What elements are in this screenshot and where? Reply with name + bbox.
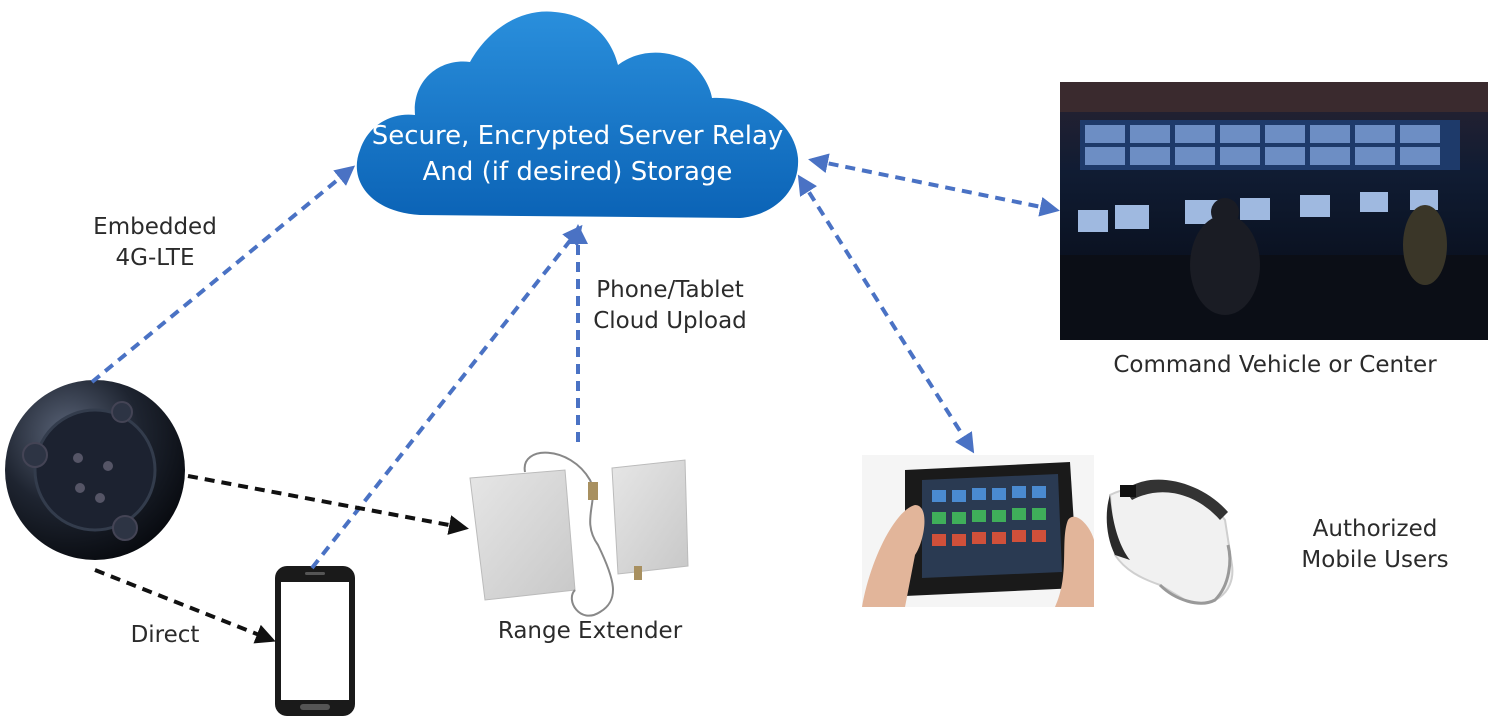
arrow-camera-to-cloud (90, 165, 356, 384)
arrow-cloud-to-command-center (808, 153, 1060, 217)
vr-headset (1106, 479, 1234, 605)
arrow-camera-to-extender (187, 474, 469, 535)
embedded-lte-label: Embedded 4G-LTE (70, 212, 240, 274)
camera-ball (5, 380, 185, 560)
cloud-relay (356, 11, 799, 218)
range-extender-label: Range Extender (497, 618, 683, 644)
cloud-label: Secure, Encrypted Server Relay And (if d… (355, 118, 800, 190)
cloud-label-line2: And (if desired) Storage (422, 157, 733, 187)
phone-upload-label: Phone/Tablet Cloud Upload (570, 275, 770, 337)
cloud-label-line1: Secure, Encrypted Server Relay (371, 121, 784, 151)
mobile-users-label: Authorized Mobile Users (1280, 514, 1470, 576)
tablet-device (862, 455, 1094, 607)
embedded-lte-label-line2: 4G-LTE (115, 245, 195, 271)
phone-upload-label-line2: Cloud Upload (593, 308, 747, 334)
phone-upload-label-line1: Phone/Tablet (596, 277, 744, 303)
range-extender-device (469, 451, 689, 617)
phone-device (275, 566, 355, 716)
arrow-phone-to-cloud (310, 224, 583, 570)
arrow-cloud-to-mobile-users (797, 174, 975, 454)
embedded-lte-label-line1: Embedded (93, 214, 217, 240)
mobile-users-label-line2: Mobile Users (1301, 547, 1449, 573)
command-center-image (1060, 82, 1488, 340)
command-center-label: Command Vehicle or Center (1113, 352, 1437, 378)
mobile-users-label-line1: Authorized (1312, 516, 1438, 542)
arrow-camera-to-phone (94, 568, 276, 644)
direct-label: Direct (130, 622, 200, 648)
